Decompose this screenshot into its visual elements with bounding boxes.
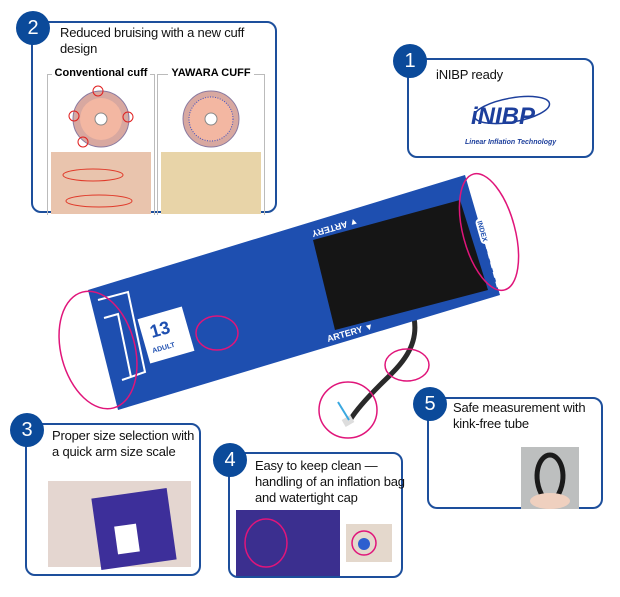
feature-title-5: Safe measurement with kink-free tube [453, 400, 586, 431]
arm-size-scale-photo [48, 481, 191, 570]
logo-wordmark: iNIBP [471, 103, 536, 130]
feature-box-1: iNIBP Linear Inflation Technology [407, 58, 594, 158]
panel-yawara-cuff: YAWARA CUFF [157, 67, 265, 215]
tube [347, 317, 418, 422]
feature-number-4: 4 [213, 443, 247, 477]
feature-title-3: Proper size selection with a quick arm s… [52, 428, 195, 459]
feature-box-4 [228, 452, 403, 578]
highlight-circles [58, 172, 520, 439]
watertight-cap [337, 401, 350, 421]
size-label-panel [137, 306, 195, 364]
panel-label: Conventional cuff [51, 67, 151, 79]
tube-connector [341, 415, 355, 427]
kink-free-tube-photo [521, 447, 579, 509]
inibp-logo: iNIBP Linear Inflation Technology [457, 90, 567, 154]
watertight-cap-photo [346, 524, 392, 562]
feature-title-2: Reduced bruising with a new cuff design [60, 25, 245, 56]
conventional-cuff-diagram [68, 85, 134, 148]
feature-number-2: 2 [16, 11, 50, 45]
feature-box-5 [427, 397, 603, 509]
yawara-cuff-diagram [182, 90, 240, 148]
feature-number-1: 1 [393, 44, 427, 78]
inflation-bag-photo [236, 510, 340, 576]
velcro-area [313, 200, 488, 330]
feature-title-1: iNIBP ready [436, 67, 503, 82]
logo-subtext: Linear Inflation Technology [465, 139, 557, 146]
feature-box-3 [25, 423, 201, 576]
size-scale [97, 290, 147, 381]
bruised-arm-photo [51, 152, 151, 214]
panel-label: YAWARA CUFF [168, 67, 254, 79]
clear-arm-photo [161, 152, 261, 214]
feature-title-4: Easy to keep clean — handling of an infl… [255, 458, 405, 505]
feature-box-2: Conventional cuff YAWARA CUFF [31, 21, 277, 215]
feature-number-5: 5 [413, 387, 447, 421]
feature-number-3: 3 [10, 413, 44, 447]
panel-conventional-cuff: Conventional cuff [47, 67, 155, 215]
index-tag [475, 218, 491, 244]
